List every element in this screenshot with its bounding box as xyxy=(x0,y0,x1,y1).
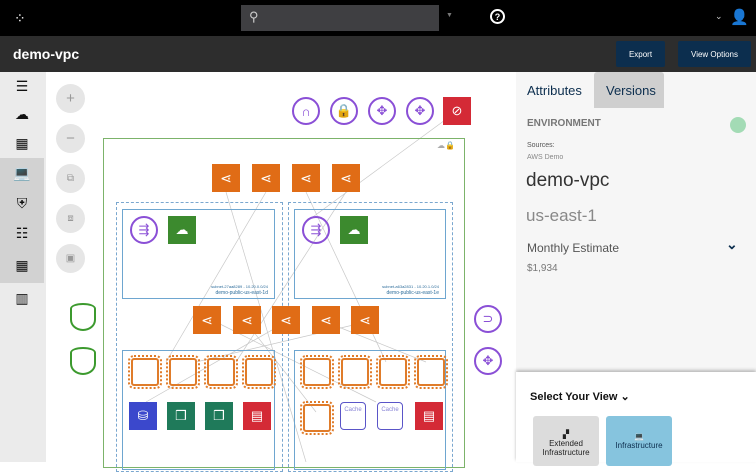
subnet-id: subnet-a63a2831 - 10.20.1.0/24 xyxy=(382,284,439,289)
section-label: ENVIRONMENT xyxy=(527,118,601,129)
share-node-icon[interactable]: ⋖ xyxy=(193,306,221,334)
region: us-east-1 xyxy=(526,206,597,225)
endpoint-icon[interactable]: ⊃ xyxy=(474,305,502,333)
share-node-icon[interactable]: ⋖ xyxy=(252,164,280,192)
export-button[interactable]: Export xyxy=(616,41,665,67)
zoom-in-button[interactable]: + xyxy=(56,84,85,113)
internet-gateway-icon[interactable]: ∩ xyxy=(292,97,320,125)
view-option-infrastructure[interactable]: 💻Infrastructure xyxy=(606,416,672,466)
apps-icon[interactable]: ▦ xyxy=(15,134,29,151)
instance-icon[interactable] xyxy=(242,355,276,389)
subnet-name: demo-public-us-east-1d xyxy=(215,290,268,296)
share-node-icon[interactable]: ⋖ xyxy=(233,306,261,334)
box-icon[interactable]: ⧉ xyxy=(56,164,85,193)
search-icon: ⚲ xyxy=(249,9,259,24)
load-balancer-icon: ⇶ xyxy=(302,216,330,244)
dashboard-icon: ▞ xyxy=(562,430,570,439)
share-node-icon[interactable]: ⋖ xyxy=(312,306,340,334)
chevron-down-icon[interactable]: ⌄ xyxy=(715,11,723,21)
subnet-box[interactable]: ⇶ ☁ subnet-27aa8289 - 10.20.0.0/24 demo-… xyxy=(122,209,275,299)
chevron-down-icon[interactable]: ⌄ xyxy=(726,236,738,252)
tab-attributes[interactable]: Attributes xyxy=(527,83,582,98)
vpn-lock-icon[interactable]: 🔒 xyxy=(330,97,358,125)
sidebar: ☰ ☁ ▦ 💻 ⛨ ☷ ▦ ▥ xyxy=(0,72,46,462)
bucket-icon[interactable] xyxy=(70,347,96,375)
zoom-out-button[interactable]: − xyxy=(56,124,85,153)
menu-icon[interactable]: ☰ xyxy=(15,77,29,94)
select-view-title: Select Your View xyxy=(530,391,618,403)
chart-icon[interactable]: ▥ xyxy=(15,289,29,306)
container-icon[interactable]: ❒ xyxy=(205,402,233,430)
instance-icon[interactable] xyxy=(166,355,200,389)
view-options-button[interactable]: View Options xyxy=(678,41,751,67)
sources-value: AWS Demo xyxy=(527,154,564,161)
status-indicator xyxy=(730,117,746,133)
laptop-icon: 💻 xyxy=(634,432,644,441)
cloud-download-icon[interactable]: ☁ xyxy=(15,105,29,122)
peering-icon[interactable]: ✥ xyxy=(406,97,434,125)
page-title: demo-vpc xyxy=(13,46,80,62)
estimate-value: $1,934 xyxy=(527,263,558,274)
logo-icon[interactable]: ⁘ xyxy=(14,10,26,26)
peering-icon[interactable]: ✥ xyxy=(368,97,396,125)
share-node-icon[interactable]: ⋖ xyxy=(351,306,379,334)
gateway-icon: ☁ xyxy=(168,216,196,244)
chevron-down-icon: ⌄ xyxy=(620,391,630,403)
identity-icon[interactable]: ▤ xyxy=(415,402,443,430)
cache-icon[interactable]: Cache xyxy=(377,402,403,430)
bucket-icon[interactable] xyxy=(70,303,96,331)
share-node-icon[interactable]: ⋖ xyxy=(292,164,320,192)
environment-name: demo-vpc xyxy=(526,170,610,191)
sources-label: Sources: xyxy=(527,142,555,149)
select-view-dropdown[interactable]: Select Your View ⌄ xyxy=(530,390,630,403)
search-input[interactable]: ⚲ xyxy=(241,5,439,31)
help-icon[interactable]: ? xyxy=(490,9,505,24)
firewall-icon[interactable]: ⊘ xyxy=(443,97,471,125)
user-icon[interactable]: 👤 xyxy=(730,9,749,26)
instance-icon[interactable] xyxy=(300,355,334,389)
instance-icon[interactable] xyxy=(376,355,410,389)
attributes-panel: Attributes Versions ENVIRONMENT Sources:… xyxy=(516,72,756,372)
list-icon[interactable]: ☷ xyxy=(0,218,44,248)
connection-lines xyxy=(145,111,457,462)
grid-icon[interactable]: ▦ xyxy=(0,248,44,283)
subnet-id: subnet-27aa8289 - 10.20.0.0/24 xyxy=(211,284,268,289)
share-node-icon[interactable]: ⋖ xyxy=(332,164,360,192)
estimate-label: Monthly Estimate xyxy=(527,241,620,255)
view-option-extended[interactable]: ▞Extended Infrastructure xyxy=(533,416,599,466)
instance-icon[interactable] xyxy=(204,355,238,389)
search-caret-icon[interactable]: ▼ xyxy=(446,12,453,19)
instance-icon[interactable] xyxy=(128,355,162,389)
subnet-box[interactable]: ⇶ ☁ subnet-a63a2831 - 10.20.1.0/24 demo-… xyxy=(294,209,446,299)
database-icon[interactable]: ⛁ xyxy=(129,402,157,430)
load-balancer-icon: ⇶ xyxy=(130,216,158,244)
cache-icon[interactable]: Cache xyxy=(340,402,366,430)
laptop-icon[interactable]: 💻 xyxy=(0,158,44,188)
cloud-lock-icon: ☁🔒 xyxy=(437,141,455,150)
identity-icon[interactable]: ▤ xyxy=(243,402,271,430)
subnet-name: demo-public-us-east-1e xyxy=(386,290,439,296)
instance-icon[interactable] xyxy=(300,401,334,435)
instance-icon[interactable] xyxy=(414,355,448,389)
fit-icon[interactable]: ⧈ xyxy=(56,204,85,233)
tab-versions[interactable]: Versions xyxy=(594,72,664,108)
share-node-icon[interactable]: ⋖ xyxy=(272,306,300,334)
share-node-icon[interactable]: ⋖ xyxy=(212,164,240,192)
gateway-icon: ☁ xyxy=(340,216,368,244)
instance-icon[interactable] xyxy=(338,355,372,389)
view-selector: Select Your View ⌄ ▞Extended Infrastruct… xyxy=(516,372,756,466)
center-icon[interactable]: ▣ xyxy=(56,244,85,273)
container-icon[interactable]: ❒ xyxy=(167,402,195,430)
shield-icon[interactable]: ⛨ xyxy=(0,188,44,218)
peering-icon[interactable]: ✥ xyxy=(474,347,502,375)
